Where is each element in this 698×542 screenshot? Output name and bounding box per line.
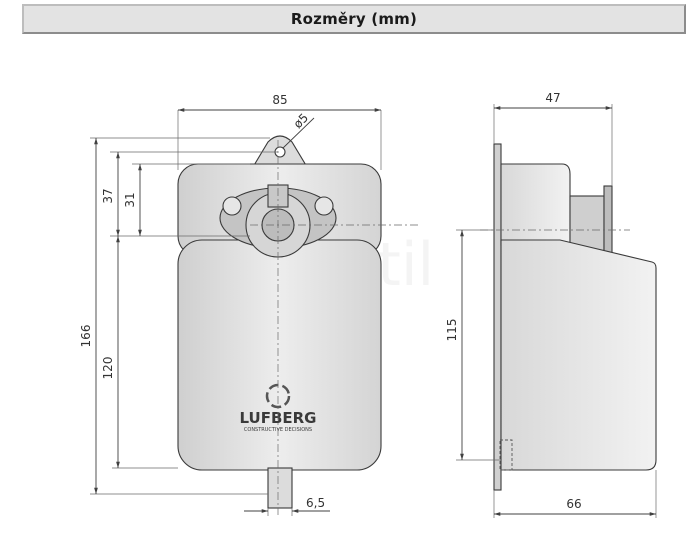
side-view: 47 115 66: [445, 91, 657, 518]
dim-label-85: 85: [272, 93, 287, 107]
dim-hole-leader: [282, 117, 315, 149]
side-upper-body: [500, 163, 571, 246]
dim-label-47: 47: [545, 91, 560, 105]
left-clamp-screw: [222, 196, 242, 216]
side-mounting-plate: [493, 143, 502, 491]
section-header: Rozměry (mm): [22, 4, 686, 34]
dim-label-6-5: 6,5: [306, 496, 325, 510]
side-lower-cover: [500, 239, 657, 471]
dim-label-37: 37: [101, 188, 115, 203]
side-clamp-lip: [603, 185, 613, 255]
bottom-tab: [267, 467, 293, 509]
dim-label-120: 120: [101, 357, 115, 380]
dim-label-66: 66: [566, 497, 581, 511]
side-bottom-tab: [499, 439, 513, 471]
front-view: LUFBERG CONSTRUCTIVE DECISIONS 85 ø5 37 …: [79, 93, 420, 516]
dim-label-115: 115: [445, 319, 459, 342]
lower-cover: [177, 239, 382, 471]
dim-label-31: 31: [123, 192, 137, 207]
right-clamp-screw: [314, 196, 334, 216]
dim-label-hole: ø5: [291, 111, 311, 131]
side-clamp: [569, 195, 605, 253]
dim-label-166: 166: [79, 325, 93, 348]
section-title: Rozměry (mm): [290, 10, 418, 28]
